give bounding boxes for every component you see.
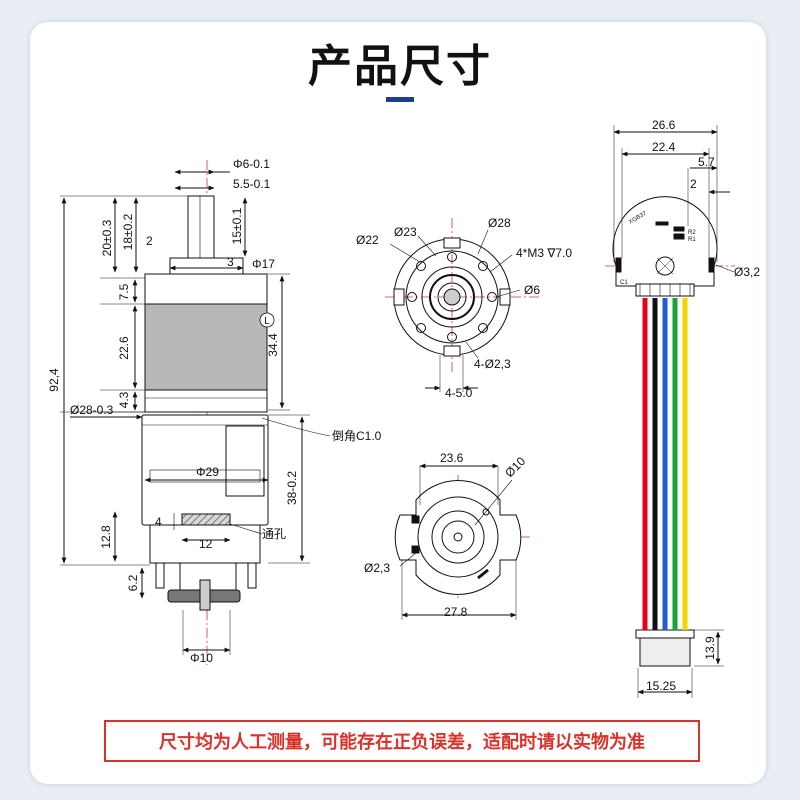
label-gearbox-length: 34.4 <box>266 333 280 357</box>
label-shaft-diameter: Φ6-0.1 <box>233 157 270 171</box>
label-holes: 4-Ø2,3 <box>474 357 511 371</box>
title-underline <box>386 97 414 102</box>
label-dim-7-5: 7.5 <box>117 283 131 300</box>
label-gearbox-length-tag: L <box>264 316 270 327</box>
label-screw-spec: 4*M3 ∇7.0 <box>516 246 572 260</box>
label-encoder-width: 26.6 <box>652 118 676 132</box>
label-shaft-flat: 5.5-0.1 <box>233 177 271 191</box>
label-gearbox-diameter: Ø28-0.3 <box>70 403 114 417</box>
label-pcb-r1: R1 <box>688 237 696 243</box>
side-view <box>60 160 331 665</box>
label-d6: Ø6 <box>524 283 540 297</box>
disclaimer-note: 尺寸均为人工测量，可能存在正负误差，适配时请以实物为准 <box>104 720 700 762</box>
label-encoder-hole: Ø3,2 <box>734 265 760 279</box>
label-d28: Ø28 <box>488 216 511 230</box>
label-motor-diameter: Φ29 <box>196 465 219 479</box>
label-chamfer: 倒角C1.0 <box>332 429 382 443</box>
encoder-wires <box>642 298 688 630</box>
label-pcb-r2: R2 <box>688 230 696 236</box>
label-encoder-offset: 5.7 <box>698 155 715 169</box>
label-pcb-c1: C1 <box>620 280 628 286</box>
encoder-pcb <box>612 196 718 287</box>
label-encoder-diameter: Φ10 <box>190 651 213 665</box>
label-dim-3: 3 <box>227 255 234 269</box>
label-dim-2: 2 <box>146 234 153 248</box>
label-dim-22-6: 22.6 <box>117 336 131 360</box>
label-rear-length: 12.8 <box>99 525 113 549</box>
rear-view <box>394 463 530 620</box>
label-connector-width: 15.25 <box>646 679 676 693</box>
gearbox-body <box>144 303 268 391</box>
label-total-length: 92,4 <box>47 368 61 392</box>
label-rear-d10: Ø10 <box>502 454 528 480</box>
front-view <box>385 218 540 392</box>
label-dim-4-3: 4.3 <box>117 391 131 408</box>
label-dim-12: 12 <box>199 537 213 551</box>
label-encoder-dim-2: 2 <box>690 177 697 191</box>
label-terminal-length: 6.2 <box>126 574 140 591</box>
label-boss-diameter: Φ17 <box>252 257 275 271</box>
label-d23: Ø23 <box>394 225 417 239</box>
label-rear-d2-3: Ø2,3 <box>364 561 390 575</box>
encoder-view <box>605 125 735 698</box>
label-through-hole: 通孔 <box>262 527 286 541</box>
label-dim-4: 4 <box>155 515 162 529</box>
label-motor-length: 38-0.2 <box>285 471 299 505</box>
label-rear-width: 23.6 <box>440 451 464 465</box>
page-title: 产品尺寸 <box>308 41 492 92</box>
label-shaft-length-2: 18±0.2 <box>121 213 135 250</box>
label-slots: 4-5.0 <box>445 386 473 400</box>
label-rear-overall: 27.8 <box>444 605 468 619</box>
label-connector-height: 13.9 <box>703 636 717 660</box>
label-d22: Ø22 <box>356 233 379 247</box>
label-shaft-length-1: 20±0.3 <box>100 219 114 256</box>
label-flat-length: 15±0.1 <box>230 207 244 244</box>
label-encoder-inner: 22.4 <box>652 140 676 154</box>
